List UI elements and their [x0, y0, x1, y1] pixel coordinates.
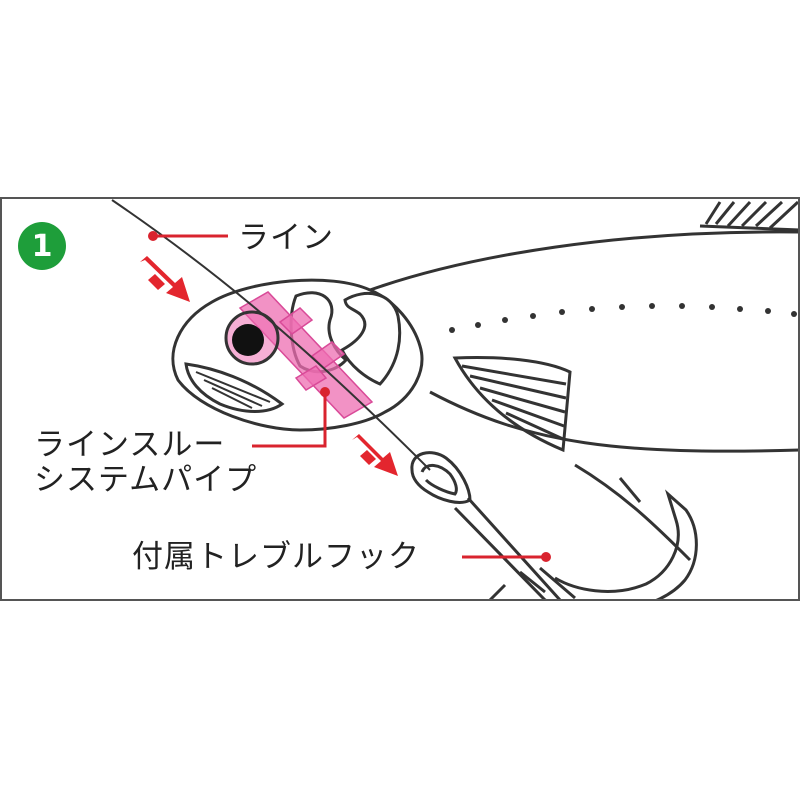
leader-lines [153, 234, 546, 559]
lateral-line [449, 303, 797, 333]
gill-plate-rear [340, 291, 402, 386]
fishing-line [111, 199, 431, 471]
panel-border [0, 197, 800, 601]
pectoral-fin [452, 356, 572, 453]
treble-hook-label: 付属トレブルフック [132, 539, 420, 575]
fish-body [369, 230, 800, 562]
step-number-badge: 1 [18, 222, 66, 270]
arrow-icon [352, 434, 398, 476]
fish-eye [224, 310, 280, 366]
treble-hook [410, 451, 698, 600]
arrow-icon [140, 256, 190, 302]
line-through-pipe-label: ラインスルー システムパイプ [34, 428, 257, 497]
line-through-pipe-label-line2: システムパイプ [34, 461, 258, 498]
dorsal-fin [699, 200, 800, 232]
leader-dots [148, 231, 551, 562]
mouth-lines [195, 371, 271, 409]
line-label: ライン [238, 220, 334, 256]
line-through-pipe-label-line1: ラインスルー [34, 427, 226, 463]
